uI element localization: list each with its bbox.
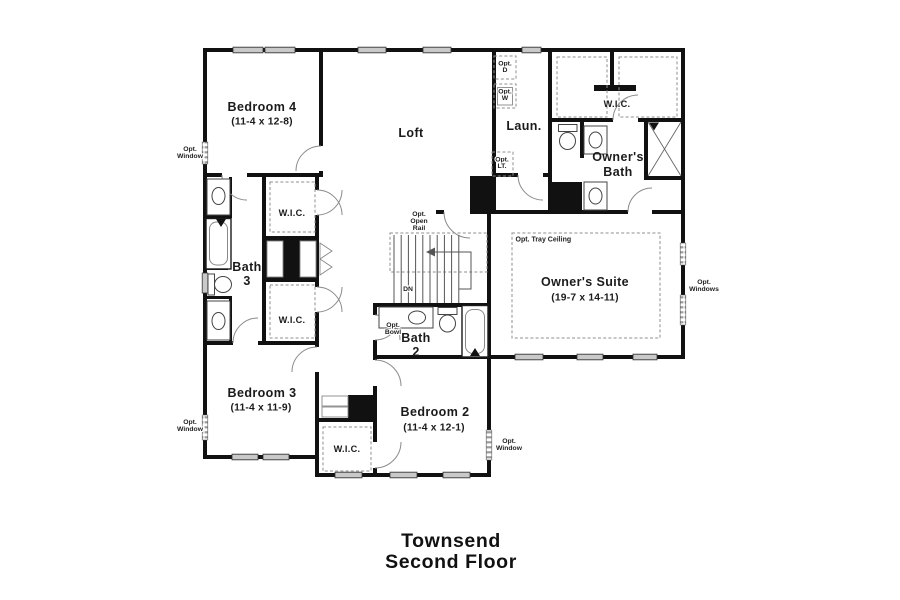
toilet-icon — [559, 132, 576, 150]
sink-icon — [211, 312, 226, 330]
bedroom3-label: Bedroom 3 — [228, 386, 297, 400]
toilet-tank — [558, 124, 578, 132]
bedroom2-label: Bedroom 2 — [401, 405, 470, 419]
staircase — [393, 235, 472, 303]
opt-bowl-line2: Bowl — [385, 329, 401, 336]
linen-shelf — [266, 240, 284, 278]
bath3-label-line2: 3 — [243, 274, 250, 288]
owners-suite-dims: (19-7 x 14-11) — [551, 293, 618, 304]
wic-bedroom3-shelving — [269, 284, 316, 339]
stairs-down-label: DN — [403, 286, 413, 293]
opt-windows-owners-line2: Windows — [689, 286, 719, 293]
opt-window-bedroom3-line1: Opt. — [183, 419, 197, 426]
tub-basin — [465, 309, 485, 354]
laundry-label: Laun. — [506, 119, 541, 133]
opt-open-rail-outline — [389, 232, 488, 273]
stair-treads — [393, 235, 460, 303]
opt-laundry-tub-outline — [491, 151, 514, 177]
sink-icon — [588, 131, 603, 149]
opt-window-bedroom4-line2: Window — [177, 153, 204, 160]
bedroom4-dims: (11-4 x 12-8) — [231, 117, 293, 128]
opt-laundry-tub-line1: Opt. — [495, 157, 509, 164]
sink-icon — [588, 187, 603, 205]
opt-windows-owners-line1: Opt. — [697, 279, 711, 286]
toilet-icon — [214, 276, 232, 293]
closet-shelf — [321, 406, 349, 418]
owners-bath-fixtures — [558, 121, 682, 211]
wic-owners-shelving-left — [556, 56, 608, 118]
plan-title-line2: Second Floor — [385, 551, 517, 573]
toilet-icon — [439, 314, 456, 333]
optional-windows — [201, 141, 687, 461]
opt-tray-ceiling-outline — [511, 232, 661, 339]
washer-icon — [497, 87, 513, 106]
opt-laundry-tub-line2: LT. — [498, 163, 507, 170]
opt-dryer-line1: Opt. — [498, 61, 512, 68]
owners-bath-label-line1: Owner's — [592, 150, 644, 164]
bath3-label-line1: Bath — [232, 260, 261, 274]
wic-bedroom4-shelving — [269, 181, 316, 233]
linen-shelf — [299, 240, 317, 278]
bedroom2-dims: (11-4 x 12-1) — [403, 423, 465, 434]
opt-dryer-outline — [493, 55, 517, 80]
sink-icon — [211, 187, 226, 205]
tub-basin — [209, 221, 228, 266]
closet-door-icon — [319, 242, 333, 260]
stair-direction-line — [434, 251, 472, 290]
shower-door-icon — [649, 122, 659, 131]
closet-door-icon — [319, 258, 333, 276]
opt-washer-line1: Opt. — [498, 89, 512, 96]
opt-tray-ceiling-label: Opt. Tray Ceiling — [516, 237, 572, 244]
plan-title-line1: Townsend — [401, 530, 501, 552]
wic-bedroom4-label: W.I.C. — [279, 208, 306, 218]
wic-bedroom3-label: W.I.C. — [279, 315, 306, 325]
opt-window-bedroom3-line2: Window — [177, 426, 204, 433]
tub-faucet-icon — [216, 219, 226, 227]
opt-window-bedroom2-line1: Opt. — [502, 438, 516, 445]
toilet-tank — [207, 273, 215, 296]
stair-arrow-icon — [426, 247, 435, 257]
wic-owners-shelving-right — [618, 56, 678, 118]
bedroom4-label: Bedroom 4 — [228, 100, 297, 114]
toilet-tank — [437, 307, 458, 315]
loft-label: Loft — [398, 126, 424, 140]
tub-faucet-icon — [470, 348, 480, 356]
opt-dryer-line2: D — [503, 67, 508, 74]
opt-bowl-line1: Opt. — [386, 322, 400, 329]
opt-washer-outline — [493, 83, 517, 109]
wic-bedroom2-label: W.I.C. — [334, 444, 361, 454]
opt-window-bedroom2-line2: Window — [496, 445, 523, 452]
opt-open-rail-line1: Opt. — [412, 211, 426, 218]
wic-bedroom2-shelving — [322, 426, 372, 472]
opt-open-rail-line3: Rail — [413, 225, 426, 232]
walls — [203, 48, 685, 477]
closet-shelf — [321, 395, 349, 407]
windows — [201, 46, 658, 479]
wic-owners-label: W.I.C. — [604, 99, 631, 109]
owners-suite-label: Owner's Suite — [541, 275, 629, 289]
bath2-label-line1: Bath — [401, 331, 430, 345]
bath2-fixtures — [378, 304, 489, 358]
bedroom3-dims: (11-4 x 11-9) — [231, 403, 292, 414]
opt-washer-line2: W — [502, 95, 509, 102]
opt-open-rail-line2: Open — [410, 218, 427, 225]
opt-window-bedroom4-line1: Opt. — [183, 146, 197, 153]
owners-bath-label-line2: Bath — [603, 165, 632, 179]
bath2-label-line2: 2 — [412, 345, 419, 359]
shower-icon — [647, 121, 682, 177]
bath3-fixtures — [205, 178, 232, 341]
sink-icon — [408, 310, 426, 325]
